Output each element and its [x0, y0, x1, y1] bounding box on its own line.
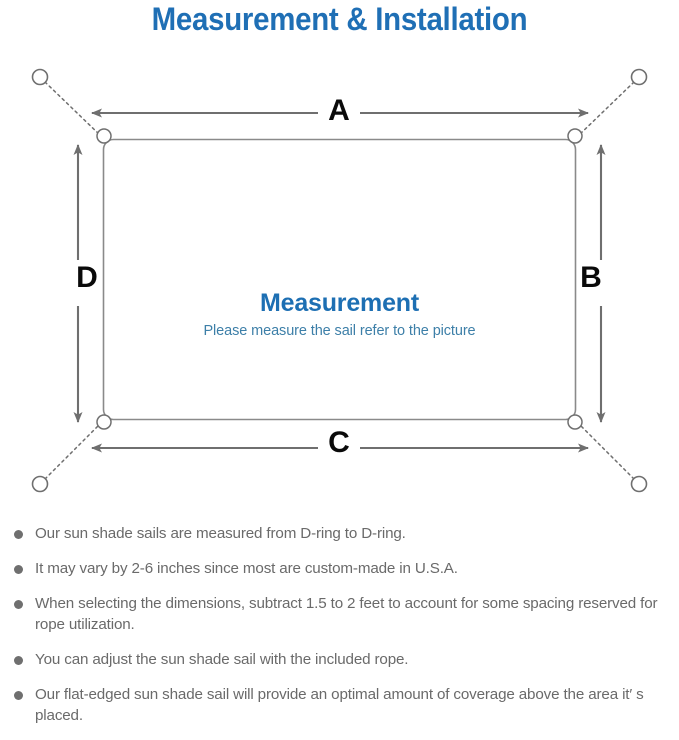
anchor-ring-top-right: [630, 68, 648, 86]
bullet-icon: [14, 691, 23, 700]
dimension-label-d: D: [76, 261, 98, 294]
bullet-icon: [14, 530, 23, 539]
note-text: When selecting the dimensions, subtract …: [35, 595, 658, 633]
rope-bottom-right: [577, 422, 635, 480]
page-title: Measurement & Installation: [151, 1, 528, 37]
dimension-label-b: B: [580, 261, 602, 294]
note-text: Our flat-edged sun shade sail will provi…: [35, 686, 644, 724]
note-text: Our sun shade sails are measured from D-…: [35, 525, 406, 542]
bullet-icon: [14, 565, 23, 574]
diagram-svg: [31, 68, 648, 493]
rope-top-right: [577, 81, 635, 137]
d-ring-bottom-left: [96, 414, 112, 430]
bullet-icon: [14, 656, 23, 665]
list-item: Our flat-edged sun shade sail will provi…: [0, 684, 679, 726]
dimension-label-a: A: [328, 94, 350, 127]
dimension-label-c: C: [328, 426, 350, 459]
notes-list: Our sun shade sails are measured from D-…: [0, 523, 679, 740]
anchor-ring-bottom-left: [31, 475, 49, 493]
bullet-icon: [14, 600, 23, 609]
list-item: It may vary by 2-6 inches since most are…: [0, 558, 679, 579]
anchor-ring-bottom-right: [630, 475, 648, 493]
note-text: You can adjust the sun shade sail with t…: [35, 651, 409, 668]
note-text: It may vary by 2-6 inches since most are…: [35, 560, 458, 577]
list-item: When selecting the dimensions, subtract …: [0, 593, 679, 635]
rope-bottom-left: [44, 422, 102, 480]
d-ring-bottom-right: [567, 414, 583, 430]
d-ring-top-right: [567, 128, 583, 144]
rope-top-left: [44, 81, 102, 137]
list-item: You can adjust the sun shade sail with t…: [0, 649, 679, 670]
list-item: Our sun shade sails are measured from D-…: [0, 523, 679, 544]
anchor-ring-top-left: [31, 68, 49, 86]
sail-rectangle: [102, 138, 577, 421]
d-ring-top-left: [96, 128, 112, 144]
